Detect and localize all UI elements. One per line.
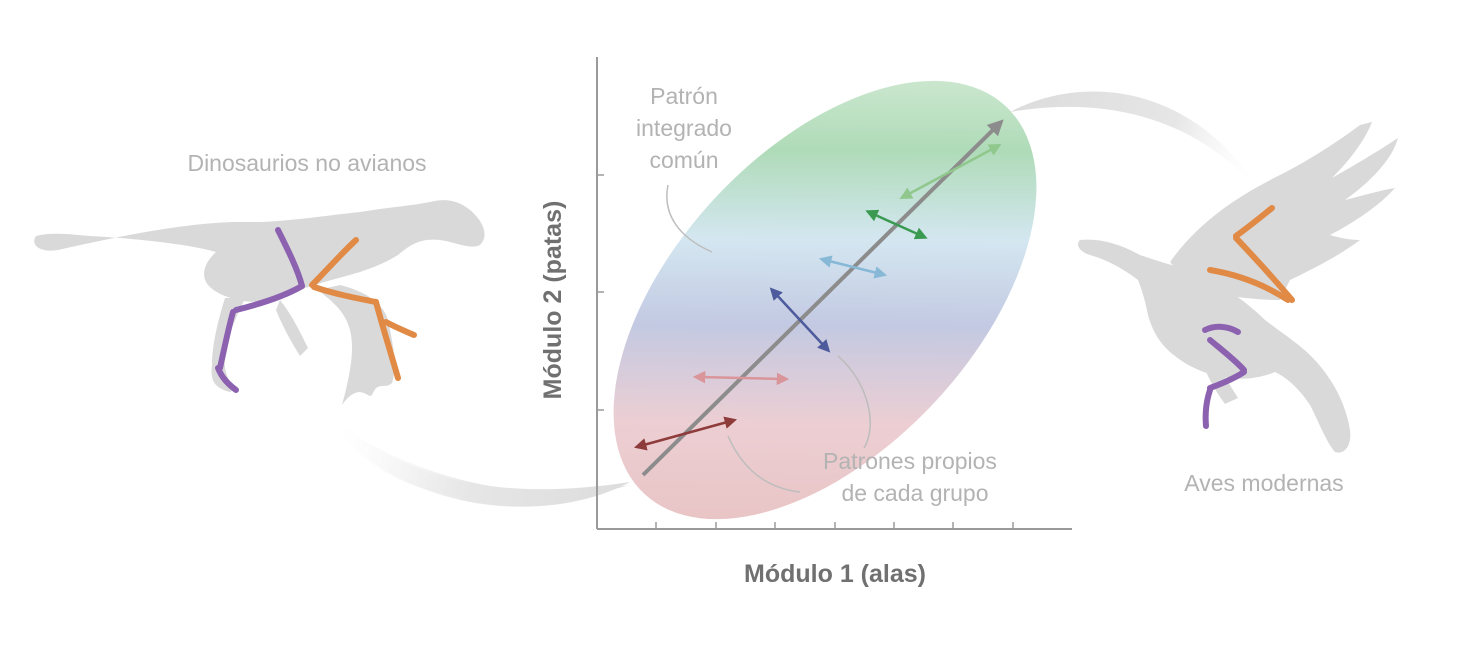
left-swoosh <box>330 420 630 502</box>
bird-tarsus <box>1207 369 1247 391</box>
x-axis-title: Módulo 1 (alas) <box>744 560 926 588</box>
right-group-label: Aves modernas <box>1184 470 1343 496</box>
group-arrow-skyblue <box>818 255 888 279</box>
group-patterns-label-line2: de cada grupo <box>841 480 988 506</box>
common-pattern-leader <box>666 184 713 253</box>
group-arrow-green <box>865 209 928 240</box>
dinosaur-tail-underside <box>240 222 296 272</box>
bird-wing-bones <box>1207 205 1295 303</box>
group-patterns-leader-1 <box>837 355 871 449</box>
dinosaur-arm-bones <box>309 237 417 381</box>
dinosaur-leg-left <box>211 298 245 392</box>
group-arrow-lightgreen <box>899 144 1002 199</box>
bird-femur <box>1202 323 1241 335</box>
dino-forearm <box>311 284 379 305</box>
dino-finger <box>383 319 417 338</box>
dino-tibia <box>233 283 305 313</box>
common-pattern-label-line1: Patrón <box>650 83 718 109</box>
group-patterns-leader-2 <box>727 435 801 493</box>
bird-humerus <box>1207 267 1291 303</box>
bird-forearm <box>1233 235 1295 303</box>
left-group-label: Dinosaurios no avianos <box>187 150 426 176</box>
bird-toes <box>1202 387 1213 429</box>
bird-legs <box>1202 350 1238 404</box>
dino-humerus <box>309 237 359 288</box>
non-avian-dinosaur-icon <box>34 200 485 405</box>
modern-bird-icon <box>1078 122 1398 453</box>
bird-hand <box>1233 205 1275 239</box>
dinosaur-leg-bones <box>215 227 305 393</box>
group-arrow-pink <box>692 370 790 386</box>
dino-foot <box>215 365 239 393</box>
group-arrow-darkred <box>633 416 738 451</box>
dino-femur <box>275 227 305 289</box>
group-patterns-label-line1: Patrones propios <box>823 448 997 474</box>
group-arrow-navy <box>769 287 831 353</box>
variation-ellipse <box>613 80 1037 520</box>
dinosaur-leg-right <box>276 300 308 356</box>
common-pattern-label-line2: integrado <box>636 115 732 141</box>
bird-leg-bones <box>1202 323 1247 429</box>
right-swoosh <box>1010 91 1262 195</box>
dino-hand <box>373 299 401 381</box>
left-swoosh-body <box>335 415 630 507</box>
common-pattern-label-line3: común <box>649 147 718 173</box>
bird-tibia <box>1207 337 1247 373</box>
dino-metatarsal <box>217 309 236 371</box>
y-axis-title: Módulo 2 (patas) <box>539 201 567 400</box>
dinosaur-wing-feathers <box>318 285 395 405</box>
axis-ticks <box>597 174 1014 529</box>
bird-wing <box>1170 122 1398 300</box>
